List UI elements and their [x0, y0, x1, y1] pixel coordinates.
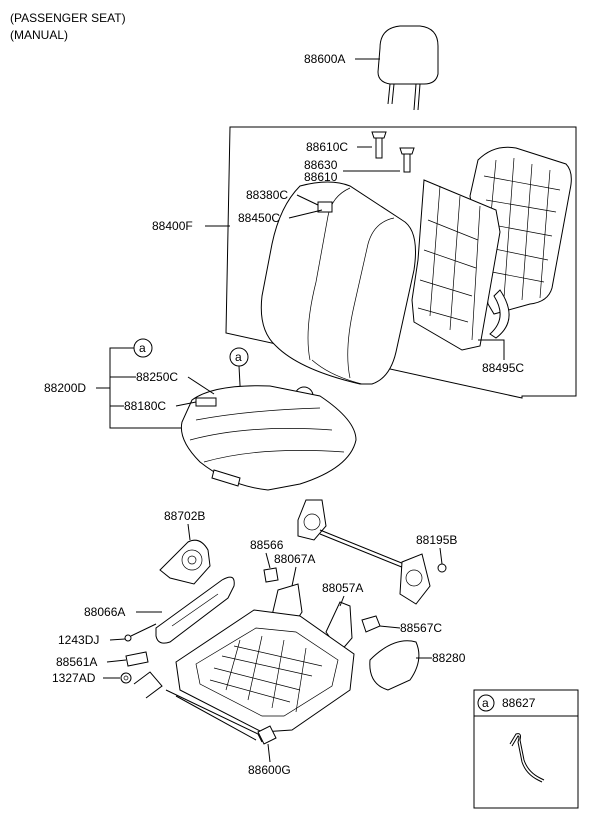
ref-box-part: 88627 [502, 696, 536, 710]
label-cushion-cover: 88250C [136, 370, 178, 384]
label-pad-b: 88450C [238, 211, 280, 225]
label-recliner: 88195B [416, 533, 457, 547]
header-line-2: (MANUAL) [10, 28, 68, 42]
seatback-group-box [225, 126, 577, 399]
screw-part [124, 634, 132, 642]
label-guide-c: 88610 [304, 170, 338, 184]
label-bracket: 88561A [56, 655, 97, 669]
ref-box-letter: a [482, 696, 489, 710]
label-cushion-assy: 88200D [44, 381, 86, 395]
seatback-frame [411, 146, 572, 352]
clip-right-part [361, 615, 381, 633]
track-cover-part [155, 576, 235, 644]
label-cushion-frame: 88600G [248, 763, 291, 777]
recliner-part [297, 499, 447, 605]
label-cover-front: 88067A [274, 552, 315, 566]
headrest-guide-left [371, 131, 387, 159]
bracket-part [125, 651, 149, 667]
label-guide-a: 88610C [306, 140, 348, 154]
label-clip-right: 88567C [400, 621, 442, 635]
cushion-frame-part [165, 609, 355, 745]
label-pad-a: 88380C [246, 188, 288, 202]
cushion-bracket [109, 347, 184, 429]
seatback-cushion [260, 181, 416, 385]
label-guide-b: 88630 [304, 158, 338, 172]
label-screw: 1243DJ [58, 633, 99, 647]
hook-wire-icon [509, 733, 545, 781]
ref-a-letter-1: a [139, 341, 146, 355]
clip-small-part [263, 567, 279, 583]
side-cover-part [369, 640, 420, 691]
label-back-frame: 88495C [482, 361, 524, 375]
label-cushion-pad: 88180C [124, 399, 166, 413]
label-side-cover: 88280 [432, 651, 466, 665]
headrest-part [377, 25, 439, 111]
label-cover-rear: 88057A [322, 581, 363, 595]
label-nut: 1327AD [52, 671, 96, 685]
label-track-cover: 88066A [84, 605, 125, 619]
shield-left-part [159, 539, 211, 585]
nut-part [120, 672, 132, 684]
ref-a-bubble-1: a [133, 338, 153, 358]
headrest-guide-right [399, 147, 415, 173]
seat-cushion [180, 385, 357, 491]
ref-a-bubble-2: a [229, 347, 249, 367]
ref-a-letter-2: a [235, 350, 242, 364]
label-headrest: 88600A [304, 52, 345, 66]
header-line-1: (PASSENGER SEAT) [10, 11, 126, 25]
label-back-assy: 88400F [152, 219, 193, 233]
label-clip-small: 88566 [250, 538, 284, 552]
label-shield-left: 88702B [164, 509, 205, 523]
ref-a-box: a 88627 [473, 689, 579, 809]
